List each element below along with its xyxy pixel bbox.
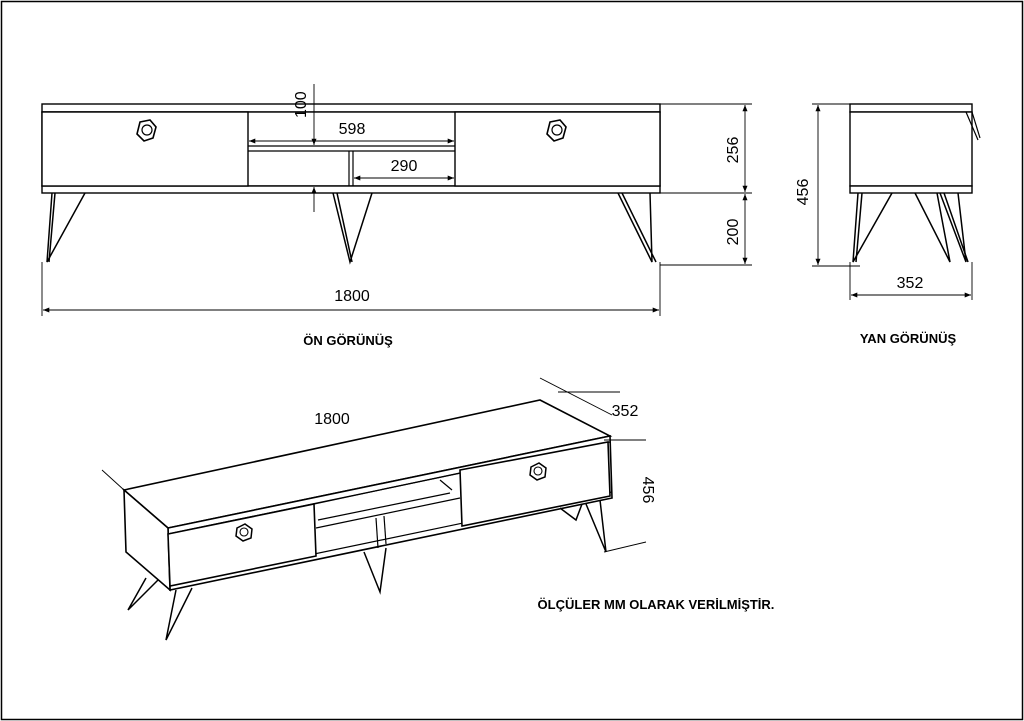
front-view-label: ÖN GÖRÜNÜŞ xyxy=(303,333,393,348)
isometric-view-drawing xyxy=(122,399,613,641)
iso-dimension-lines xyxy=(101,377,647,553)
dim-front-body-height: 256 xyxy=(725,137,742,164)
iso-right-drawer xyxy=(459,441,611,527)
front-left-knob xyxy=(136,119,157,142)
dim-front-shelf-gap: 100 xyxy=(293,91,310,118)
iso-left-drawer xyxy=(167,503,317,587)
units-note: ÖLÇÜLER MM OLARAK VERİLMİŞTİR. xyxy=(538,597,775,612)
front-view-drawing xyxy=(41,103,661,265)
front-right-leg xyxy=(617,192,657,263)
front-right-knob xyxy=(546,119,567,142)
front-middle-leg xyxy=(332,192,373,265)
dim-front-drawer-width: 598 xyxy=(339,121,366,138)
side-view-drawing xyxy=(849,103,981,263)
dim-iso-depth: 352 xyxy=(612,403,639,420)
dim-front-total-width: 1800 xyxy=(334,288,370,305)
dim-front-niche-width: 290 xyxy=(391,158,418,175)
side-view-label: YAN GÖRÜNÜŞ xyxy=(860,331,957,346)
iso-right-knob xyxy=(529,462,547,481)
dim-side-depth: 352 xyxy=(897,275,924,292)
front-dimension-lines xyxy=(41,84,752,316)
dim-front-leg-height: 200 xyxy=(725,219,742,246)
dim-iso-height: 456 xyxy=(639,477,656,504)
side-dimension-lines xyxy=(812,103,973,300)
dim-side-total-height: 456 xyxy=(795,179,812,206)
iso-left-knob xyxy=(235,523,253,542)
dim-iso-width: 1800 xyxy=(314,411,350,428)
front-left-leg xyxy=(46,192,86,263)
